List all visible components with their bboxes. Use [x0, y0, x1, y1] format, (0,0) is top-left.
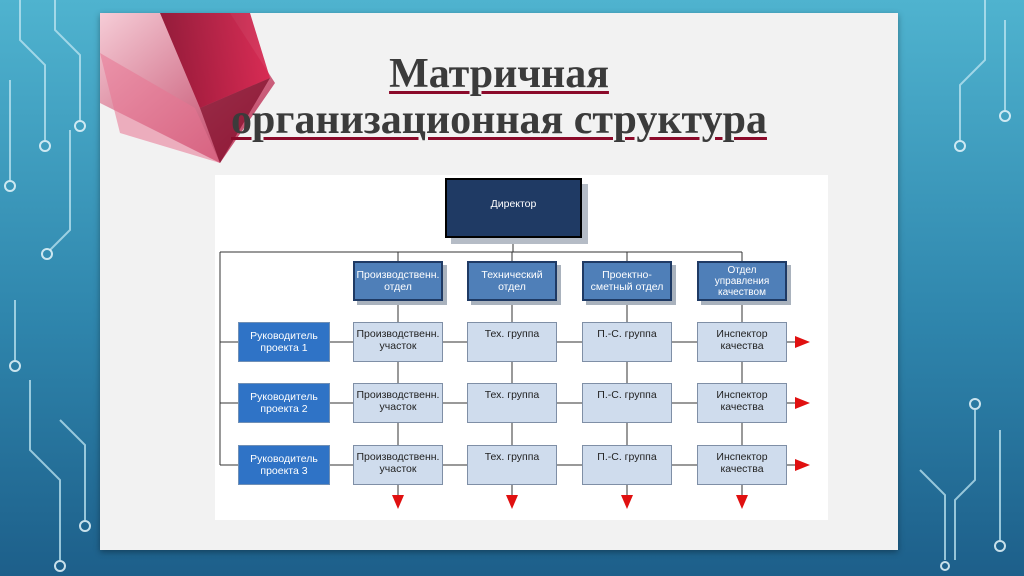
slide-title-line-2: организационная структура [231, 97, 767, 143]
department-production: Производственн. отдел [353, 261, 443, 301]
column-arrow-down [392, 495, 404, 509]
cell-quality-inspector: Инспектор качества [697, 383, 787, 423]
row-arrow-right [795, 336, 810, 348]
org-structure-diagram: Директор Производственн. отдел Техническ… [215, 175, 828, 520]
column-arrow-down [736, 495, 748, 509]
cell-tech-group: Тех. группа [467, 445, 557, 485]
cell-production-section: Производственн. участок [353, 445, 443, 485]
cell-quality-inspector: Инспектор качества [697, 445, 787, 485]
cell-production-section: Производственн. участок [353, 383, 443, 423]
row-arrow-right [795, 397, 810, 409]
project-manager-2: Руководитель проекта 2 [238, 383, 330, 423]
department-estimating: Проектно- сметный отдел [582, 261, 672, 301]
column-arrow-down [621, 495, 633, 509]
decorative-ribbon-shape [100, 13, 275, 163]
project-manager-1: Руководитель проекта 1 [238, 322, 330, 362]
department-technical: Технический отдел [467, 261, 557, 301]
department-quality: Отдел управления качеством [697, 261, 787, 301]
slide-title-line-1: Матричная [389, 51, 609, 97]
cell-production-section: Производственн. участок [353, 322, 443, 362]
diagram-connector-lines [219, 238, 810, 509]
row-arrow-right [795, 459, 810, 471]
director-box: Директор [445, 178, 582, 238]
slide: Матричная организационная структура Дире… [100, 13, 898, 550]
cell-tech-group: Тех. группа [467, 383, 557, 423]
cell-estimating-group: П.-С. группа [582, 383, 672, 423]
cell-quality-inspector: Инспектор качества [697, 322, 787, 362]
cell-estimating-group: П.-С. группа [582, 322, 672, 362]
cell-estimating-group: П.-С. группа [582, 445, 672, 485]
cell-tech-group: Тех. группа [467, 322, 557, 362]
column-arrow-down [506, 495, 518, 509]
project-manager-3: Руководитель проекта 3 [238, 445, 330, 485]
